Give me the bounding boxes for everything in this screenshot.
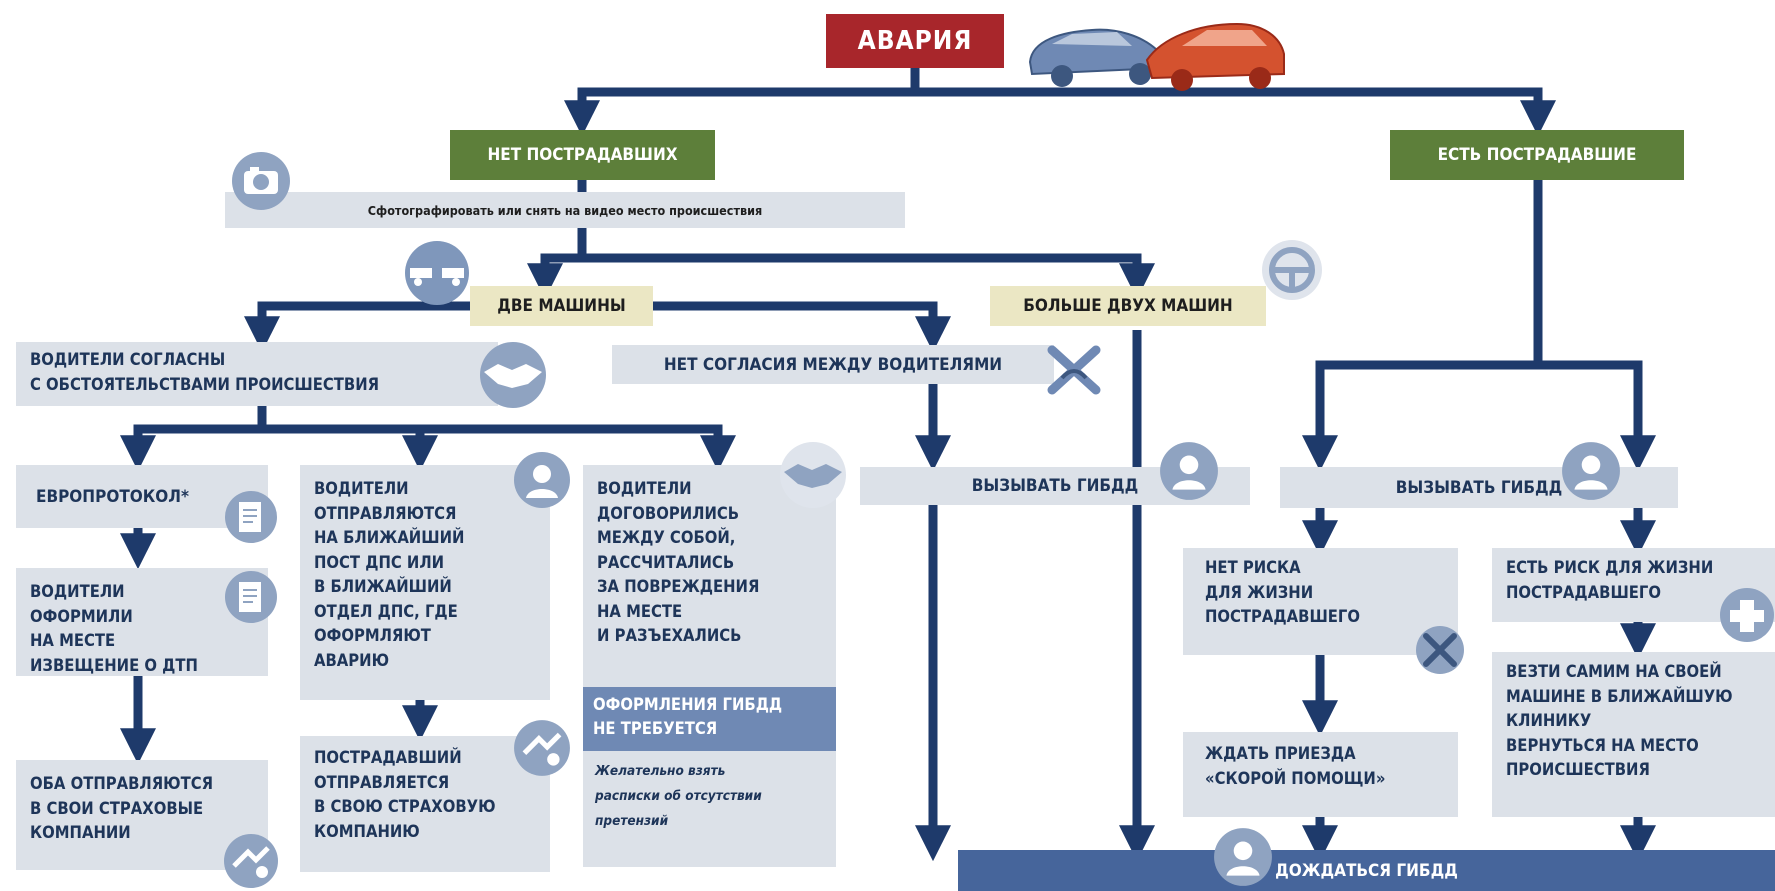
drivers-agree-node: ВОДИТЕЛИ СОГЛАСНЫ С ОБСТОЯТЕЛЬСТВАМИ ПРО… [16,342,498,406]
receipt-note: Желательно взять расписки об отсутствии … [583,751,836,867]
police-icon [1214,828,1272,886]
handshake-icon [780,442,846,508]
document-icon [225,571,277,623]
police-icon [1562,442,1620,500]
no-injured-node: НЕТ ПОСТРАДАВШИХ [450,130,715,180]
police-icon [1160,442,1218,500]
wait-ambulance-node: ЖДАТЬ ПРИЕЗДА «СКОРОЙ ПОМОЩИ» [1183,732,1458,817]
two-cars-node: ДВЕ МАШИНЫ [470,286,653,326]
more-cars-node: БОЛЬШЕ ДВУХ МАШИН [990,286,1266,326]
insurance-icon [224,834,278,888]
two-cars-icon [405,241,469,305]
document-icon [225,491,277,543]
insurance-icon [514,720,570,776]
drivers-settled-node: ВОДИТЕЛИ ДОГОВОРИЛИСЬ МЕЖДУ СОБОЙ, РАССЧ… [583,465,836,687]
drive-clinic-node: ВЕЗТИ САМИМ НА СВОЕЙ МАШИНЕ В БЛИЖАЙШУЮ … [1492,652,1775,817]
handshake-icon [480,342,546,408]
accident-node: АВАРИЯ [826,14,1004,68]
camera-icon [232,152,290,210]
photo-step: Сфотографировать или снять на видео мест… [225,192,905,228]
cars-icon [1028,22,1285,91]
police-icon [514,452,570,508]
drivers-go-post-node: ВОДИТЕЛИ ОТПРАВЛЯЮТСЯ НА БЛИЖАЙШИЙ ПОСТ … [300,465,550,700]
steering-wheel-icon [1262,240,1322,300]
ambulance-icon [1720,588,1774,642]
cross-icon [1416,626,1464,674]
no-agreement-node: НЕТ СОГЛАСИЯ МЕЖДУ ВОДИТЕЛЯМИ [612,345,1054,384]
wait-gibdd-node: ДОЖДАТЬСЯ ГИБДД [958,850,1775,891]
both-go-node: ОБА ОТПРАВЛЯЮТСЯ В СВОИ СТРАХОВЫЕ КОМПАН… [16,760,268,870]
drivers-filled-node: ВОДИТЕЛИ ОФОРМИЛИ НА МЕСТЕ ИЗВЕЩЕНИЕ О Д… [16,568,268,676]
no-risk-node: НЕТ РИСКА ДЛЯ ЖИЗНИ ПОСТРАДАВШЕГО [1183,548,1458,655]
injured-node: ЕСТЬ ПОСТРАДАВШИЕ [1390,130,1684,180]
no-gibdd-needed-node: ОФОРМЛЕНИЯ ГИБДД НЕ ТРЕБУЕТСЯ [583,687,836,751]
cross-icon [1047,345,1101,395]
victim-goes-node: ПОСТРАДАВШИЙ ОТПРАВЛЯЕТСЯ В СВОЮ СТРАХОВ… [300,736,550,872]
